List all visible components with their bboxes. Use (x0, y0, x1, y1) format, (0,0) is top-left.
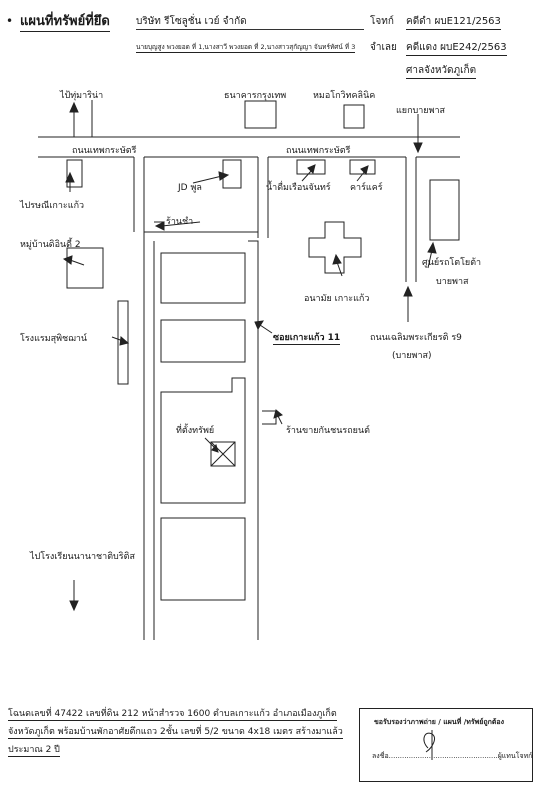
label-car-shop: ร้านขายกันชนรถยนต์ (286, 426, 370, 436)
label-cha-shop: ร้านชำ (166, 217, 194, 227)
property-block (160, 377, 246, 504)
page-title: แผนที่ทรัพย์ที่ยึด (20, 10, 110, 32)
label-water-shop: น้ำดื่มเรือนจันทร์ (266, 183, 331, 193)
bypass-road (405, 157, 417, 282)
plaintiff-name: บริษัท รีโซลูชั่น เวย์ จำกัด (136, 16, 247, 27)
label-toyota-bypass: บายพาส (436, 277, 469, 287)
car-care-box (349, 159, 376, 175)
stamp-text: ขอรับรองว่าภาพถ่าย / แผนที่ /ทรัพย์ถูกต้… (374, 718, 505, 726)
label-village: หมู่บ้านดิอินดี้ 2 (20, 240, 81, 250)
village-box (66, 247, 104, 289)
block-1 (160, 252, 246, 304)
label-car-care: คาร์แคร์ (350, 183, 383, 193)
deed-line-2: จังหวัดภูเก็ต พร้อมบ้านพักอาศัยตึกแถว 2ช… (8, 724, 343, 739)
water-shop-box (296, 159, 326, 175)
stamp-signature-line: ลงชื่อ..................................… (372, 752, 533, 760)
label-soi: ซอยเกาะแก้ว 11 (273, 330, 341, 345)
soi-road (143, 231, 258, 640)
block-4 (160, 517, 246, 601)
jd-pool-arrow (192, 175, 223, 184)
property-marker-cross (210, 441, 236, 467)
bank-box (244, 100, 277, 129)
court-name: ศาลจังหวัดภูเก็ต (406, 63, 477, 79)
deed-line-3: ประมาณ 2 ปี (8, 742, 60, 757)
label-to-school: ไปโรงเรียนนานาชาติบริติส (30, 552, 135, 562)
soi-right (248, 240, 259, 640)
label-toyota: ศูนย์รถโตโยต้า (422, 258, 482, 268)
label-property: ที่ตั้งทรัพย์ (176, 426, 215, 436)
middle-road (257, 157, 269, 238)
label-road-left: ถนนเทพกระษัตรี (72, 146, 137, 156)
label-health-center: อนามัย เกาะแก้ว (304, 294, 370, 304)
plaintiff-role: โจทก์ (370, 16, 394, 27)
label-jd-pool: JD พูล (178, 183, 202, 193)
label-road-right: ถนนเทพกระษัตรี (286, 146, 351, 156)
signature-scribble (423, 730, 435, 760)
property-marker (210, 441, 236, 467)
post-office-box (66, 159, 83, 188)
label-clinic: หมอโกวิทคลินิค (313, 91, 376, 101)
label-chaloem-road: ถนนเฉลิมพระเกียรติ ร9 (370, 333, 462, 343)
label-to-kathu: ไป้ทุ่มาริน่า (60, 91, 104, 101)
defendant-role: จำเลย (370, 42, 397, 53)
left-road (133, 157, 145, 232)
case-black-number: คดีดำ ผบE121/2563 (406, 14, 501, 30)
case-red-number: คดีแดง ผบE242/2563 (406, 40, 507, 56)
soi-arrow (259, 324, 273, 334)
bullet-mark: • (6, 14, 14, 28)
label-bypass-intersection: แยกบายพาส (396, 106, 446, 116)
certification-stamp: ขอรับรองว่าภาพถ่าย / แผนที่ /ทรัพย์ถูกต้… (359, 708, 533, 782)
label-chaloem-bypass: (บายพาส) (392, 351, 432, 361)
health-center-cross (308, 221, 362, 274)
plaintiff-underline (136, 29, 364, 30)
block-2 (160, 319, 246, 363)
label-bangkok-bank: ธนาคารกรุงเทพ (224, 91, 287, 101)
label-hotel: โรงแรมสุพิชฌาน์ (20, 334, 88, 344)
hotel-block (117, 300, 129, 385)
toyota-box (429, 179, 460, 241)
clinic-box (343, 104, 365, 129)
label-post-office: ไปรษณีเกาะแก้ว (20, 201, 85, 211)
deed-line-1: โฉนดเลขที่ 47422 เลขที่ดิน 212 หน้าสำรวจ… (8, 706, 337, 721)
defendant-names: นายบุญสูง พวงยอด ที่ 1,นางสาวี พวงยอด ที… (136, 43, 356, 53)
